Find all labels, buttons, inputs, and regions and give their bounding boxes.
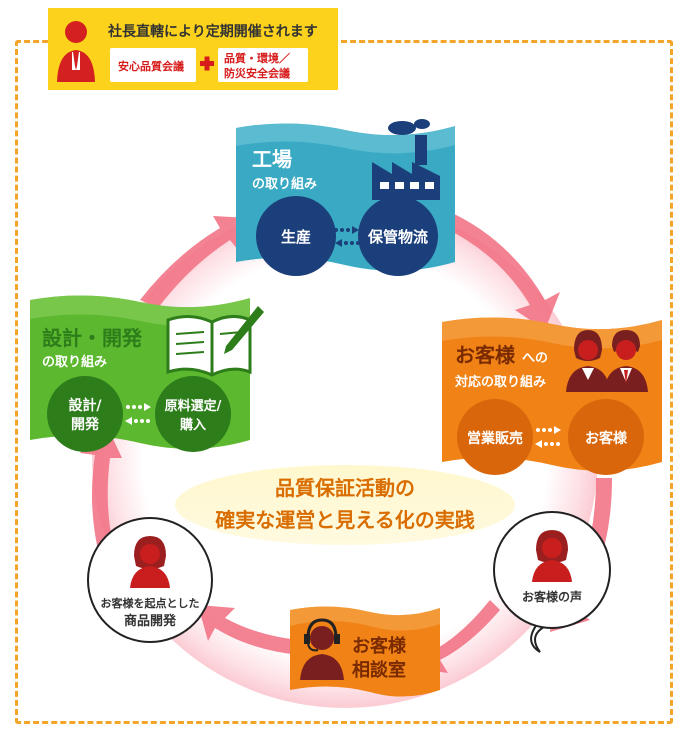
design-left-line1: 設計/ <box>68 397 102 414</box>
customer-voice-bubble: お客様の声 <box>493 511 611 653</box>
factory-subtitle: の取り組み <box>252 176 317 192</box>
arrow-right-down <box>550 478 612 632</box>
factory-right-circle <box>358 196 438 276</box>
factory-left-label: 生産 <box>281 228 311 246</box>
arrow-top-right <box>445 212 560 330</box>
design-title: 設計・開発 <box>42 326 143 350</box>
customers-icon <box>566 330 648 392</box>
design-panel: 設計・開発 の取り組み 設計/ 開発 原料選定/ 購入 <box>30 295 264 452</box>
header-box: 社長直轄により定期開催されます 安心品質会議 品質・環境／ 防災安全会議 <box>48 8 338 90</box>
customer-right-circle <box>568 399 644 475</box>
arrow-bottom-left <box>198 605 300 655</box>
voice-label: お客様の声 <box>522 589 582 604</box>
factory-title: 工場 <box>252 147 292 171</box>
design-right-line2: 購入 <box>179 417 206 433</box>
factory-exchange-arrows <box>334 226 360 247</box>
product-dev-line2: 商品開発 <box>124 613 177 629</box>
operator-icon <box>300 618 344 680</box>
president-icon <box>57 21 95 82</box>
design-subtitle: の取り組み <box>42 354 107 370</box>
consultation-line2: 相談室 <box>352 659 406 681</box>
product-dev-line1: お客様を起点とした <box>101 596 200 610</box>
header-title: 社長直轄により定期開催されます <box>107 23 318 40</box>
design-right-line1: 原料選定/ <box>165 398 222 414</box>
plus-icon <box>200 56 214 71</box>
customer-exchange-arrows <box>535 426 561 448</box>
consultation-panel: お客様 相談室 <box>290 606 440 697</box>
center-message: 品質保証活動の 確実な運営と見える化の実践 <box>175 465 515 545</box>
customer-left-label: 営業販売 <box>467 430 523 447</box>
customer-subtitle: 対応の取り組み <box>454 374 546 390</box>
customer-panel: お客様 への 対応の取り組み 営業販売 お客様 <box>442 317 662 475</box>
arrow-top-left <box>140 216 250 308</box>
meeting-2-line1: 品質・環境／ <box>224 51 290 65</box>
factory-icon <box>372 119 440 200</box>
factory-panel: 工場 の取り組み 生産 保管物流 <box>236 119 455 276</box>
meeting-2-box <box>218 48 308 82</box>
notebook-icon <box>166 306 264 377</box>
design-left-line2: 開発 <box>71 416 100 433</box>
design-left-circle <box>47 376 123 452</box>
consultation-line1: お客様 <box>352 635 407 657</box>
customer-title-suffix: への <box>522 351 548 366</box>
customer-left-circle <box>457 399 533 475</box>
meeting-1-box <box>110 48 196 82</box>
design-right-circle <box>155 376 231 452</box>
meeting-1-label: 安心品質会議 <box>118 59 184 73</box>
woman-icon <box>532 530 572 582</box>
factory-right-label: 保管物流 <box>367 228 428 246</box>
factory-left-circle <box>256 196 336 276</box>
center-line2: 確実な運営と見える化の実践 <box>215 508 474 532</box>
meeting-2-line2: 防災安全会議 <box>224 66 290 80</box>
customer-title: お客様 <box>455 343 516 367</box>
woman-icon-2 <box>130 536 170 588</box>
design-exchange-arrows <box>125 403 151 425</box>
center-line1: 品質保証活動の <box>275 476 415 500</box>
dashed-frame <box>15 40 673 724</box>
product-dev-circle: お客様を起点とした 商品開発 <box>87 517 213 643</box>
customer-right-label: お客様 <box>585 430 628 447</box>
